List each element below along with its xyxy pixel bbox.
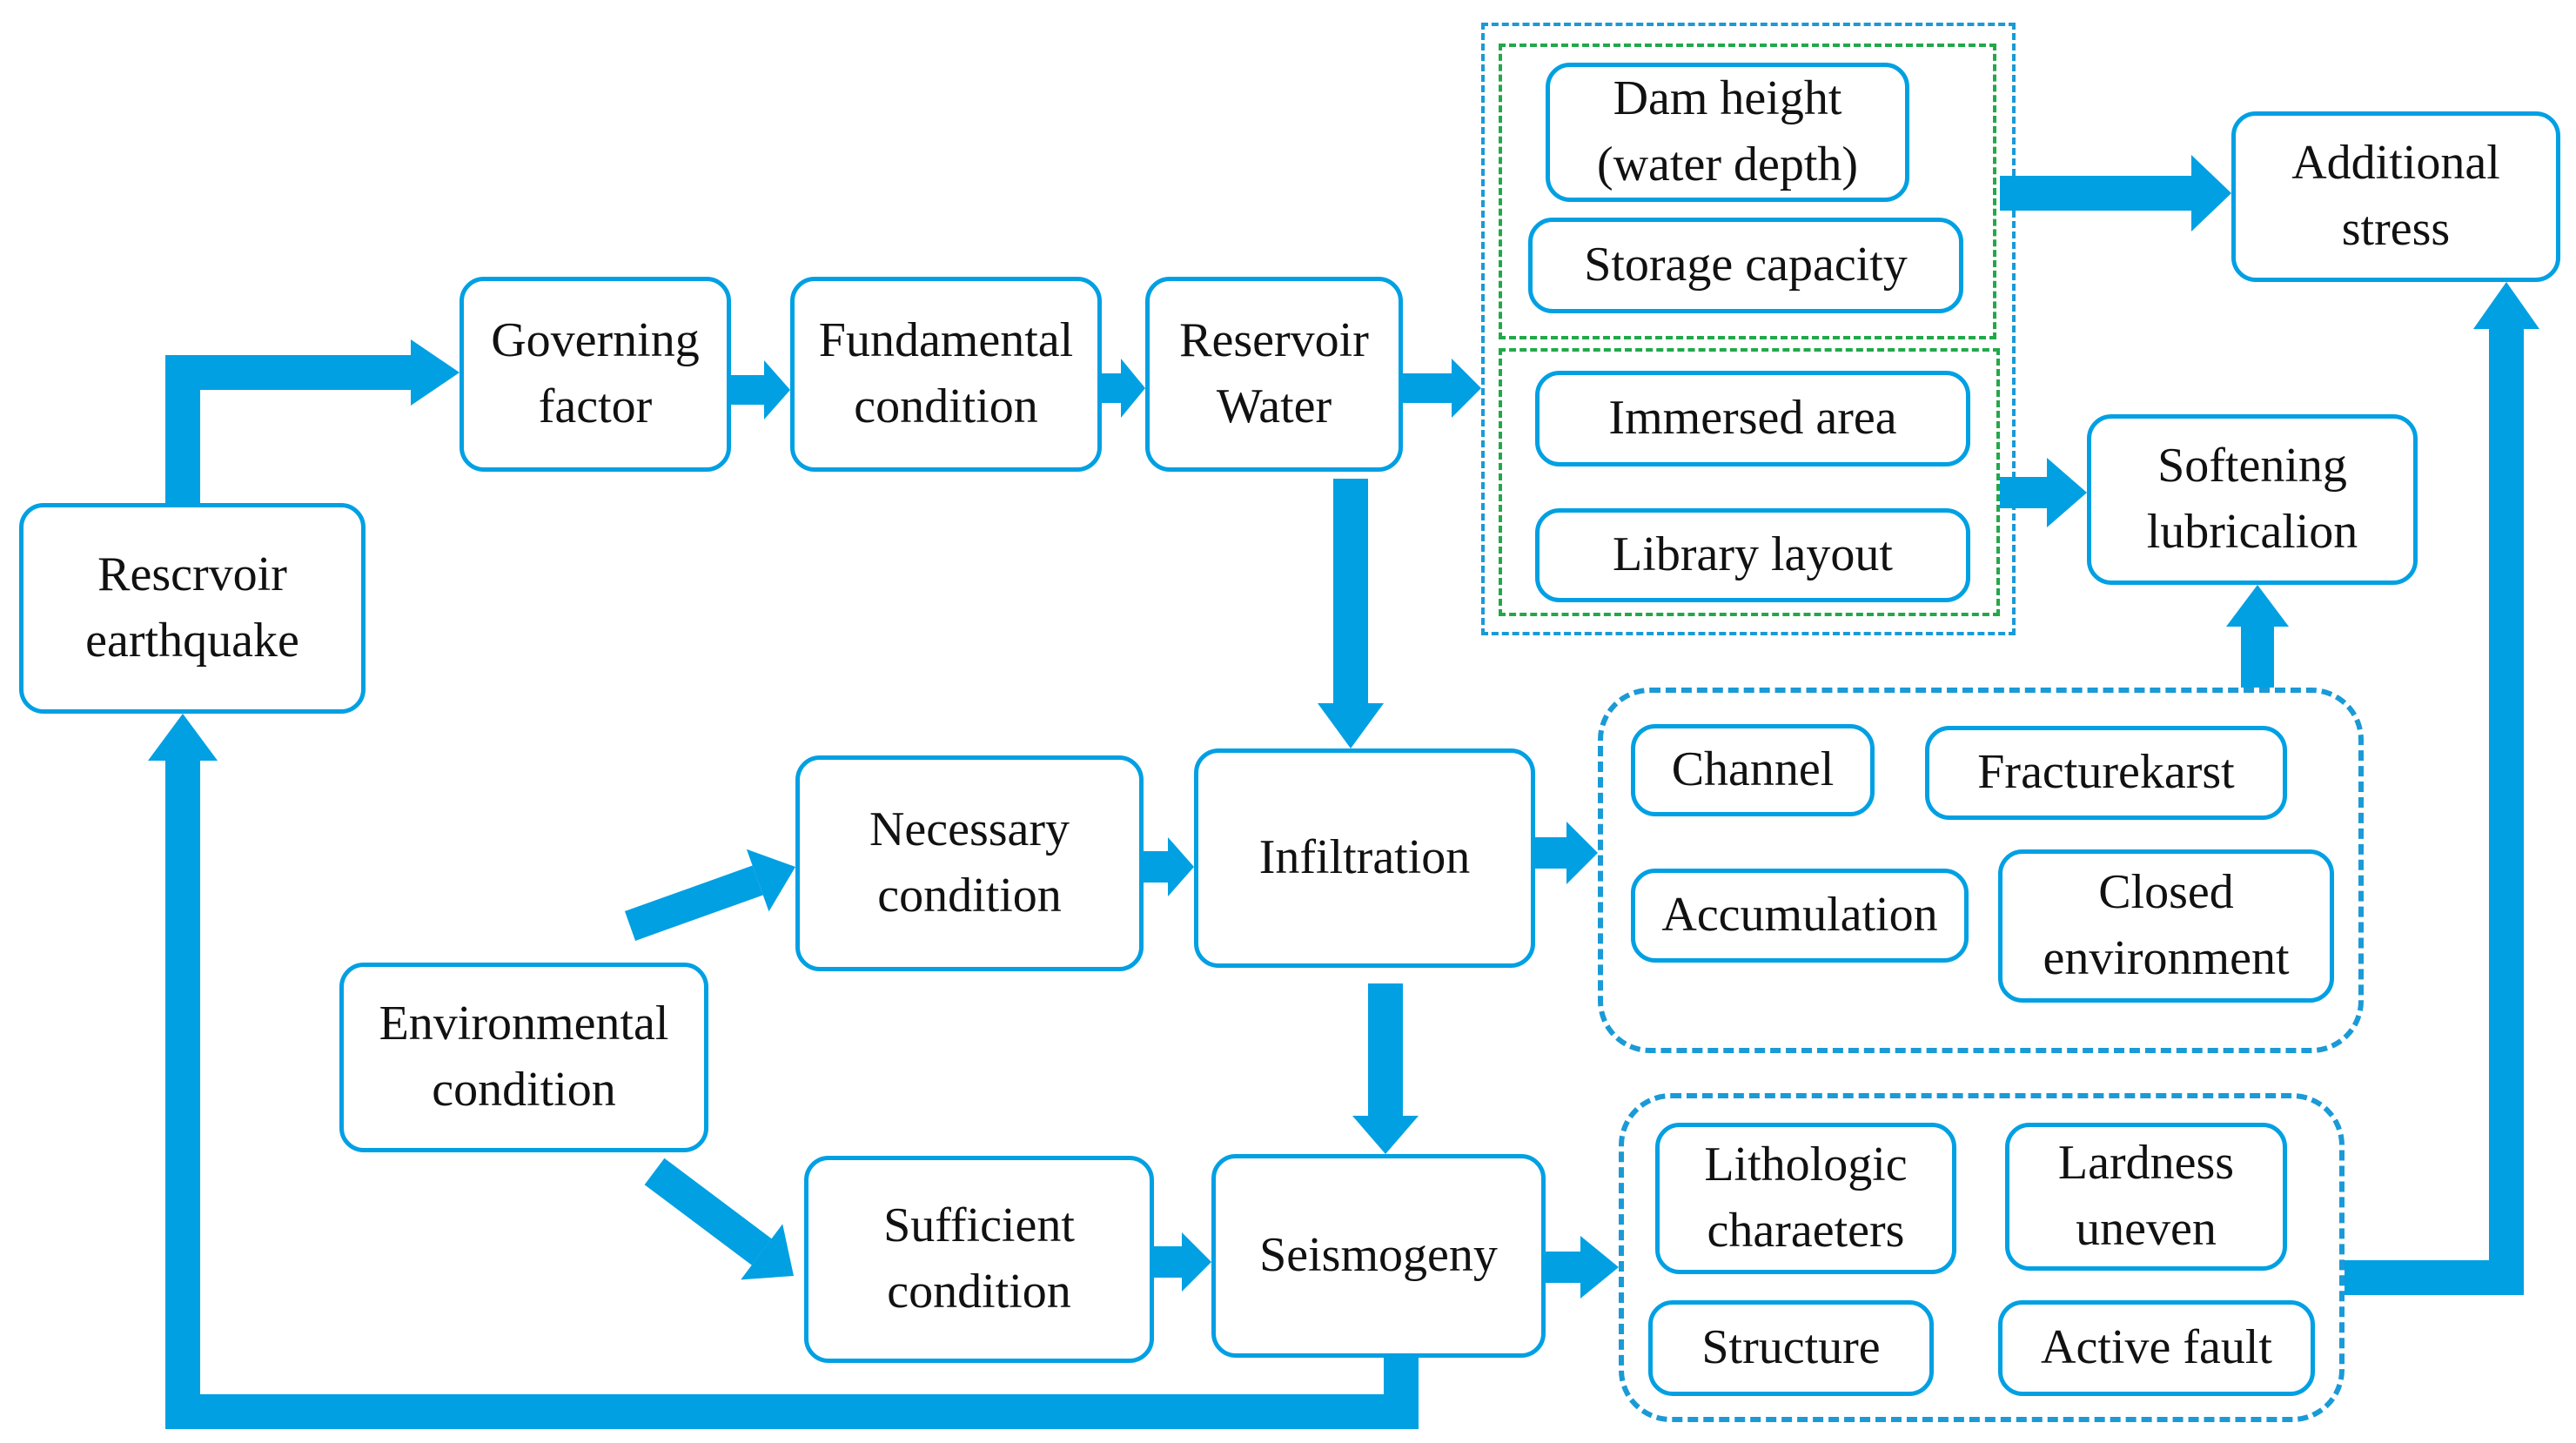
channel-box: Channel (1631, 724, 1875, 816)
fracturekarst-box: Fracturekarst (1925, 726, 2287, 820)
immersed-area-box: Immersed area (1535, 371, 1970, 466)
infiltration-factors-group (1598, 688, 2364, 1053)
reservoir-water-factors-group (1481, 23, 2016, 635)
storage-capacity-box: Storage capacity (1528, 218, 1963, 313)
structure-box: Structure (1648, 1300, 1934, 1396)
additional-stress-box: Additional stress (2231, 111, 2560, 282)
additional-stress-factors-group (1499, 44, 1996, 339)
necessary-condition-box: Necessary condition (795, 755, 1144, 971)
active-fault-box: Active fault (1998, 1300, 2315, 1396)
seismogeny-box: Seismogeny (1211, 1154, 1546, 1358)
arrow-governing-to-fundamental (731, 360, 790, 419)
arrow-env-to-necessary (624, 849, 795, 941)
arrow-necessary-to-infiltration (1144, 837, 1194, 896)
arrow-earthquake-to-governing (165, 339, 460, 503)
arrow-infiltration-to-seismogeny (1352, 983, 1419, 1154)
arrow-group-to-additional-stress (2000, 155, 2231, 232)
lithologic-characters-box: Lithologic charaeters (1655, 1123, 1956, 1274)
softening-factors-group (1499, 348, 2000, 616)
fundamental-condition-box: Fundamental condition (790, 277, 1102, 472)
arrow-infiltration-factors-to-softening (2226, 585, 2289, 688)
arrow-env-to-sufficient (644, 1158, 794, 1280)
arrow-water-to-groups (1403, 359, 1481, 418)
seismogeny-factors-group (1619, 1093, 2345, 1422)
softening-lubrication-box: Softening lubricalion (2087, 414, 2418, 585)
accumulation-box: Accumulation (1631, 869, 1969, 963)
dam-height-box: Dam height (water depth) (1546, 63, 1909, 202)
arrow-water-to-infiltration (1318, 479, 1384, 748)
environmental-condition-box: Environmental condition (339, 963, 708, 1152)
closed-environment-box: Closed environment (1998, 849, 2334, 1003)
library-layout-box: Library layout (1535, 508, 1970, 602)
arrow-seismogeny-factors-to-additional-stress (2345, 282, 2539, 1295)
arrow-infiltration-to-factors (1535, 822, 1598, 884)
reservoir-earthquake-box: Rescrvoir earthquake (19, 503, 366, 714)
infiltration-box: Infiltration (1194, 748, 1535, 968)
arrow-fundamental-to-water (1102, 359, 1145, 418)
arrow-seismogeny-to-factors (1546, 1236, 1619, 1299)
sufficient-condition-box: Sufficient condition (804, 1156, 1154, 1363)
lardness-uneven-box: Lardness uneven (2005, 1123, 2287, 1271)
governing-factor-box: Governing factor (460, 277, 731, 472)
arrow-seismogeny-to-earthquake (148, 714, 1419, 1429)
arrow-group-to-softening (2000, 458, 2087, 527)
arrow-sufficient-to-seismogeny (1154, 1232, 1211, 1292)
reservoir-water-box: Reservoir Water (1145, 277, 1403, 472)
